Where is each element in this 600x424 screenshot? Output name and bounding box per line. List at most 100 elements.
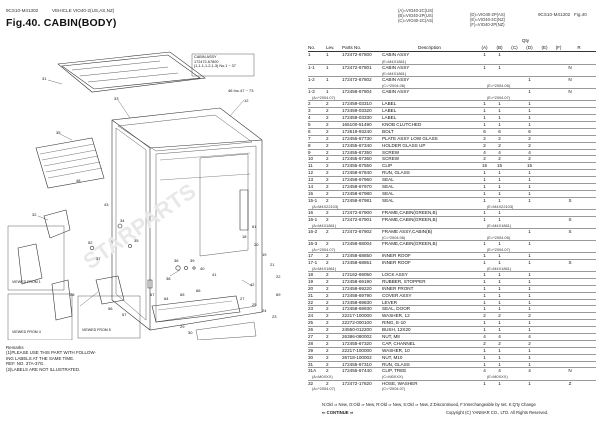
- cell-lev: 2: [326, 177, 329, 183]
- cell-partno[interactable]: 172472-67901: [342, 216, 372, 222]
- cell-qty: 1: [498, 108, 501, 114]
- cell-partno[interactable]: 172455-67360: [342, 156, 372, 162]
- cell-description: HOSE, WASHER: [382, 380, 418, 386]
- cell-partno[interactable]: 172458-69790: [342, 292, 372, 298]
- note-cell: (A=M0XXX): [312, 374, 333, 380]
- note-cell: (A=*2004.07): [312, 246, 336, 252]
- cell-lev: 2: [326, 216, 329, 222]
- cell-no: 1-1: [308, 65, 315, 71]
- cell-description: CABIN ASSY: [382, 52, 410, 57]
- cell-remark: [565, 313, 575, 319]
- cell-qty: [507, 306, 522, 312]
- cell-partno[interactable]: 172455-67550: [342, 163, 372, 169]
- cell-partno[interactable]: 172455-67320: [342, 340, 372, 346]
- cell-partno[interactable]: 172472-67802: [342, 77, 372, 83]
- parts-table: No. Lev. Parts No. Description Qty (A) (…: [308, 38, 596, 392]
- cell-lev: 2: [326, 354, 329, 360]
- cell-lev: 2: [326, 285, 329, 291]
- col-header-partno: Parts No.: [342, 45, 362, 50]
- cell-description: SEAL: [382, 197, 394, 203]
- cell-qty: 1: [528, 347, 531, 353]
- note-cell: [308, 59, 382, 64]
- cell-partno[interactable]: 172455-67440: [342, 368, 372, 374]
- cell-partno[interactable]: 172458-67970: [342, 184, 372, 189]
- cell-partno[interactable]: 172458-69930: [342, 306, 372, 312]
- cell-qty: 2: [528, 135, 531, 141]
- cell-partno[interactable]: 172472-67801: [342, 65, 372, 71]
- cell-partno[interactable]: 165100-51490: [342, 121, 372, 127]
- cell-no: 7: [308, 135, 311, 141]
- cell-qty: 1: [498, 197, 501, 203]
- cell-partno[interactable]: 172472-67900: [342, 209, 372, 215]
- cell-lev: 1: [326, 89, 329, 95]
- cell-partno[interactable]: 22272-000100: [342, 320, 372, 326]
- cell-qty: [537, 253, 552, 259]
- cell-qty: [552, 101, 565, 107]
- cell-qty: [537, 210, 552, 216]
- cell-qty: [507, 348, 522, 354]
- cell-partno[interactable]: 172458-68850: [342, 252, 372, 258]
- cell-partno[interactable]: 172472-17820: [342, 380, 372, 386]
- cell-partno[interactable]: 26718-100002: [342, 354, 372, 360]
- callout-37: 37: [96, 256, 101, 261]
- cell-partno[interactable]: 172458-67804: [342, 89, 372, 95]
- callout-28: 28: [70, 292, 75, 297]
- cell-remark: N: [568, 89, 572, 95]
- cabin-assy-range: (1,1-1,1-2,1-3) No.1 ~ 37: [194, 64, 236, 69]
- cell-partno[interactable]: 172458-67981: [342, 197, 372, 203]
- cell-qty: [537, 300, 552, 306]
- model-legend-right: (D)=VIO40-2P(AS) (E)=VIO40-2C(NZ) (F)=VI…: [470, 12, 505, 27]
- cell-partno[interactable]: 172455-67730: [342, 135, 372, 141]
- cell-qty: [552, 170, 565, 176]
- cell-qty: [507, 177, 522, 183]
- view-label-2: VIEWED FROM 4: [12, 330, 41, 334]
- cell-lev: 2: [326, 259, 329, 265]
- cell-qty: 4: [483, 149, 486, 155]
- cell-partno[interactable]: 26386-080002: [342, 333, 372, 339]
- cell-partno[interactable]: 22217-100000: [342, 313, 372, 319]
- note-cell: (A=M4X1861): [312, 265, 337, 271]
- cell-qty: 1: [528, 197, 531, 203]
- cell-partno[interactable]: 172619-93240: [342, 128, 372, 134]
- cell-partno[interactable]: 172472-67902: [342, 228, 372, 234]
- cell-partno[interactable]: 172458-67960: [342, 177, 372, 183]
- cell-partno[interactable]: 172458-68004: [342, 240, 372, 246]
- cell-partno[interactable]: 172455-67350: [342, 149, 372, 155]
- cell-partno[interactable]: 172459-03320: [342, 108, 372, 114]
- cell-description: SEAL: [382, 190, 394, 196]
- cell-qty: 2: [528, 313, 531, 319]
- note-cell: [382, 223, 477, 228]
- note-cell: (A=*2004.07): [312, 95, 336, 101]
- cell-partno[interactable]: 172455-67310: [342, 361, 372, 367]
- cell-partno[interactable]: 172455-67340: [342, 142, 372, 148]
- cell-partno[interactable]: 172472-67800: [342, 52, 372, 57]
- callout-52: 52: [88, 240, 93, 245]
- copyright: Copyright (C) YANMAR CO., LTD. All Right…: [446, 410, 549, 415]
- cell-description: CAP, CHANNEL: [382, 340, 416, 346]
- cell-partno[interactable]: 24550-012200: [342, 327, 372, 333]
- cell-partno[interactable]: 172458-69190: [342, 278, 372, 284]
- cell-qty: 1: [483, 121, 486, 127]
- cell-partno[interactable]: 172458-69830: [342, 299, 372, 305]
- cell-partno[interactable]: 172459-03310: [342, 101, 372, 107]
- cell-remark: S: [568, 216, 572, 222]
- cell-remark: [565, 156, 575, 162]
- cell-partno[interactable]: 172458-68851: [342, 259, 372, 265]
- cell-partno[interactable]: 172458-67980: [342, 190, 372, 196]
- cell-qty: 1: [528, 278, 531, 284]
- cell-qty: 1: [498, 278, 501, 284]
- cell-qty: [552, 313, 565, 319]
- callout-38: 38: [166, 276, 171, 281]
- cell-partno[interactable]: 172458-69220: [342, 285, 372, 291]
- cell-qty: [537, 184, 552, 190]
- cell-partno[interactable]: 172162-69050: [342, 271, 372, 277]
- model-legend-c: (C)=VIO40-2C(AS): [398, 18, 434, 23]
- cell-partno[interactable]: 172459-03330: [342, 115, 372, 121]
- cell-partno[interactable]: 172458-67840: [342, 170, 372, 176]
- cell-lev: 2: [326, 333, 329, 339]
- cell-partno[interactable]: 22217-100000: [342, 347, 372, 353]
- continue-link[interactable]: ⇐ CONTINUE ⇒: [322, 410, 354, 415]
- cell-qty: [537, 52, 552, 59]
- cell-qty: [507, 362, 522, 368]
